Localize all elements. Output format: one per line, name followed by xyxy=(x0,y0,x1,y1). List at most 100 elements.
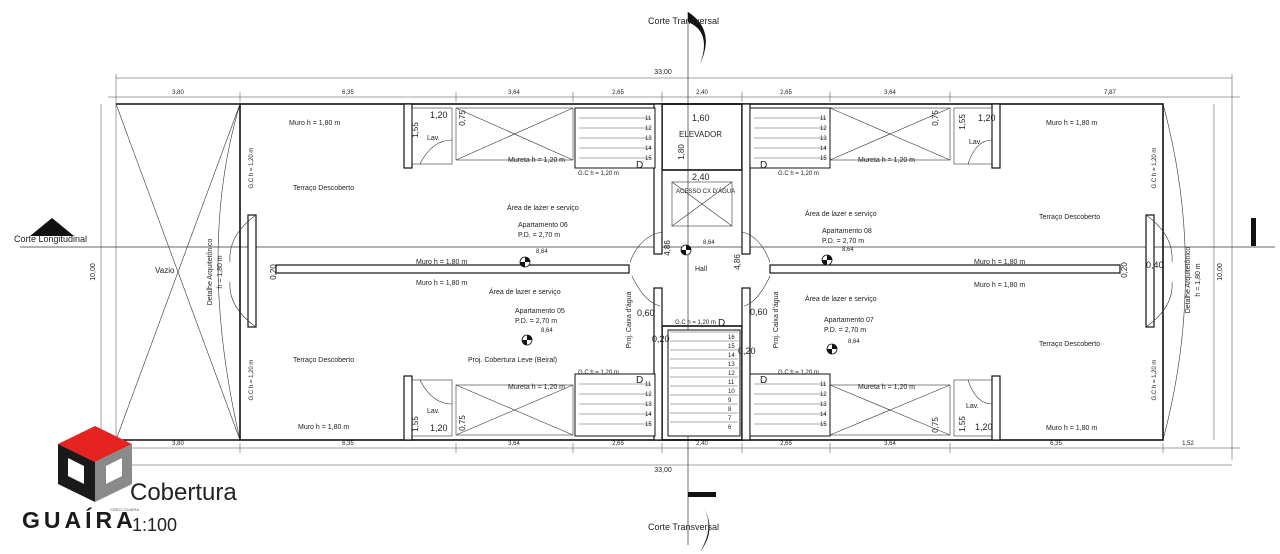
hall-label: Hall xyxy=(695,266,708,273)
stair-d-tr: D xyxy=(760,160,767,171)
apto07-label: Apartamento 07 xyxy=(824,317,874,324)
stair-step-number: 12 xyxy=(820,126,827,132)
apto05-pd: P.D. = 2,70 m xyxy=(515,318,557,325)
acesso-label: ACESSO CX D'ÁGUA xyxy=(676,188,735,195)
terraco-bl: Terraço Descoberto xyxy=(293,357,354,364)
dim-bottom-2: 3,64 xyxy=(508,441,520,447)
d-020-vertical-right: 0,20 xyxy=(1120,262,1129,278)
stair-step-number: 13 xyxy=(820,136,827,142)
d-120-tl: 1,20 xyxy=(430,110,448,120)
d-075-bl: 0,75 xyxy=(458,415,467,431)
dim-bottom-7: 6,35 xyxy=(1050,441,1062,447)
lav-tl: Lav. xyxy=(427,135,440,142)
detalhe-left-h: h = 1,80 m xyxy=(217,255,224,288)
dim-bottom-4: 2,40 xyxy=(696,441,708,447)
gch-stair-tl: G.C h = 1,20 m xyxy=(578,171,619,177)
stair-step-number: 12 xyxy=(645,392,652,398)
stair-step-number: 13 xyxy=(820,402,827,408)
drawing-title: Cobertura xyxy=(130,479,237,506)
d-160: 1,60 xyxy=(692,113,710,123)
stair-step-number: 8 xyxy=(728,407,732,413)
d-486-left: 4,86 xyxy=(663,240,672,256)
stair-d-center: D xyxy=(718,318,725,329)
apto06-level: 8,64 xyxy=(536,249,548,255)
stair-direction-markers: D D D D D xyxy=(636,160,767,386)
gch-stair-bl: G.C h = 1,20 m xyxy=(578,370,619,376)
d-040: 0,40 xyxy=(1146,260,1164,270)
apto08-level: 8,64 xyxy=(842,247,854,253)
dim-top-2: 3,64 xyxy=(508,90,520,96)
muro-br: Muro h = 1,80 m xyxy=(1046,425,1097,432)
dim-total-bottom: 33,00 xyxy=(654,467,672,474)
stair-d-bl: D xyxy=(636,375,643,386)
mureta-tl: Mureta h = 1,20 m xyxy=(508,157,565,164)
dim-top-3: 2,65 xyxy=(612,90,624,96)
section-label-top: Corte Transversal xyxy=(648,16,719,26)
area-lazer-08: Área de lazer e serviço xyxy=(805,209,877,218)
dim-top-6: 3,64 xyxy=(884,90,896,96)
gch-stair-tr: G.C h = 1,20 m xyxy=(778,171,819,177)
stair-step-number: 13 xyxy=(645,402,652,408)
stair-step-number: 15 xyxy=(645,156,652,162)
stair-step-number: 12 xyxy=(645,126,652,132)
building-outline xyxy=(115,103,1186,441)
detalhe-right: Detalhe Arquitetônico xyxy=(1185,247,1192,314)
dim-bottom-5: 2,65 xyxy=(780,441,792,447)
stair-d-tl: D xyxy=(636,160,643,171)
muro-tr: Muro h = 1,80 m xyxy=(1046,120,1097,127)
dim-bottom-8: 1,52 xyxy=(1182,441,1194,447)
stair-step-number: 11 xyxy=(728,380,735,386)
stair-step-number: 7 xyxy=(728,416,732,422)
lav-br: Lav. xyxy=(966,403,979,410)
muro-center-right-2: Muro h = 1,80 m xyxy=(974,282,1025,289)
apto07-pd: P.D. = 2,70 m xyxy=(824,327,866,334)
stair-step-number: 11 xyxy=(820,116,827,122)
vazio-label: Vazio xyxy=(155,266,175,275)
apto06-label: Apartamento 06 xyxy=(518,222,568,229)
stair-step-number: 14 xyxy=(728,353,735,359)
dim-total-top: 33,00 xyxy=(654,69,672,76)
dim-bottom-3: 2,65 xyxy=(612,441,624,447)
d-155-br: 1,55 xyxy=(958,416,967,432)
apto06-pd: P.D. = 2,70 m xyxy=(518,232,560,239)
dim-top-4: 2,40 xyxy=(696,90,708,96)
d-240: 2,40 xyxy=(692,172,710,182)
stair-step-number: 11 xyxy=(645,116,652,122)
d-020-right: 0,20 xyxy=(738,346,756,356)
brand-name: GUAÍRA xyxy=(22,507,137,533)
dim-bottom-1: 6,35 xyxy=(342,441,354,447)
apto05-level: 8,64 xyxy=(541,328,553,334)
detalhe-left: Detalhe Arquitetônico xyxy=(207,239,214,306)
guaira-logo: CRECI GUAIRA xyxy=(58,426,139,512)
area-lazer-06: Área de lazer e serviço xyxy=(507,203,579,212)
stair-step-number: 12 xyxy=(728,371,735,377)
dim-top-7: 7,87 xyxy=(1104,90,1116,96)
proj-caixa-left: Proj. Caixa d'água xyxy=(626,291,633,348)
apto08-label: Apartamento 08 xyxy=(822,228,872,235)
d-180: 1,80 xyxy=(677,144,686,160)
muro-center-left-2: Muro h = 1,80 m xyxy=(416,280,467,287)
gch-left-bottom: G.C h = 1,20 m xyxy=(249,360,255,401)
stair-step-number: 15 xyxy=(820,156,827,162)
dim-bottom-6: 3,64 xyxy=(884,441,896,447)
stair-step-number: 12 xyxy=(820,392,827,398)
stair-step-number: 16 xyxy=(728,335,735,341)
lav-tr: Lav. xyxy=(969,139,982,146)
d-075-br: 0,75 xyxy=(931,417,940,433)
d-120-bl: 1,20 xyxy=(430,423,448,433)
terraco-br: Terraço Descoberto xyxy=(1039,341,1100,348)
d-120-br: 1,20 xyxy=(975,422,993,432)
gch-left-top: G.C h = 1,20 m xyxy=(249,148,255,189)
gch-stair-br: G.C h = 1,20 m xyxy=(778,370,819,376)
mureta-br: Mureta h = 1,20 m xyxy=(858,384,915,391)
dimension-lines: 33,00 33,00 10,00 10,00 xyxy=(90,69,1240,474)
stair-step-number: 15 xyxy=(645,422,652,428)
apto08-pd: P.D. = 2,70 m xyxy=(822,238,864,245)
muro-center-left-1: Muro h = 1,80 m xyxy=(416,259,467,266)
muro-bl: Muro h = 1,80 m xyxy=(298,424,349,431)
room-labels: Vazio Detalhe Arquitetônico h = 1,80 m D… xyxy=(155,110,1202,433)
lav-bl: Lav. xyxy=(427,408,440,415)
mureta-tr: Mureta h = 1,20 m xyxy=(858,157,915,164)
d-155-bl: 1,55 xyxy=(411,416,420,432)
